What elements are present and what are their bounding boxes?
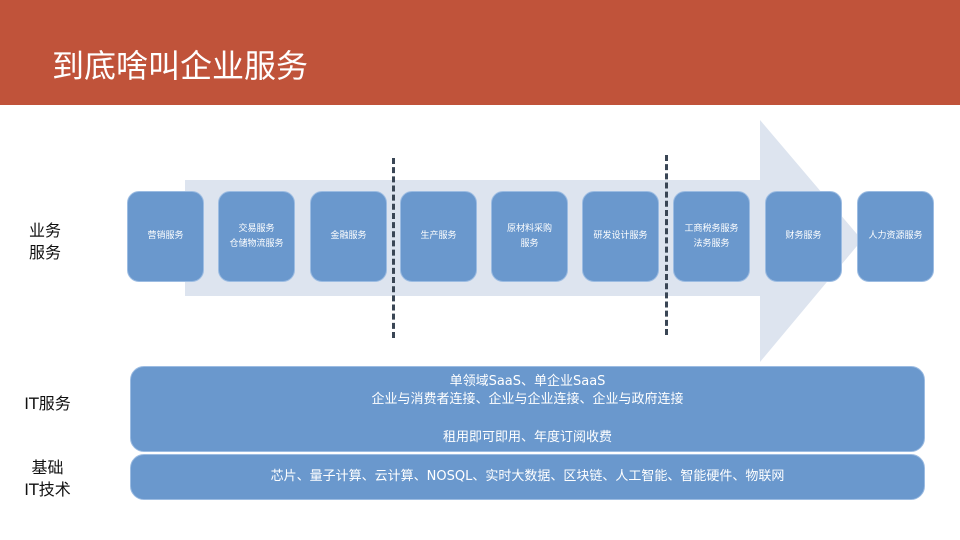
service-box-rnd: 研发设计服务 [582,191,659,282]
it-service-line-1: 单领域SaaS、单企业SaaS [449,374,606,389]
service-box-trade-logistics: 交易服务 仓储物流服务 [218,191,295,282]
service-box-accounting: 财务服务 [765,191,842,282]
service-box-finance: 金融服务 [310,191,387,282]
divider-line-2 [665,155,668,335]
title-bar: 到底啥叫企业服务 [0,0,960,105]
it-service-line-3: 租用即可即用、年度订阅收费 [442,430,612,445]
it-service-line-2: 企业与消费者连接、企业与企业连接、企业与政府连接 [371,392,684,407]
label-infra-tech: 基础 IT技术 [24,458,71,499]
service-box-production: 生产服务 [400,191,477,282]
label-it-services: IT服务 [24,394,71,413]
infra-tech-panel: 芯片、量子计算、云计算、NOSQL、实时大数据、区块链、人工智能、智能硬件、物联… [130,454,925,500]
divider-line-1 [392,158,395,338]
label-business-services: 业务 服务 [28,221,61,262]
service-box-procurement: 原材料采购 服务 [491,191,568,282]
service-box-hr: 人力资源服务 [857,191,934,282]
service-box-tax-legal: 工商税务服务 法务服务 [673,191,750,282]
page-title: 到底啥叫企业服务 [52,47,309,85]
service-box-marketing: 营销服务 [127,191,204,282]
infra-tech-text: 芯片、量子计算、云计算、NOSQL、实时大数据、区块链、人工智能、智能硬件、物联… [270,469,785,484]
it-service-panel: 单领域SaaS、单企业SaaS 企业与消费者连接、企业与企业连接、企业与政府连接… [130,366,925,452]
